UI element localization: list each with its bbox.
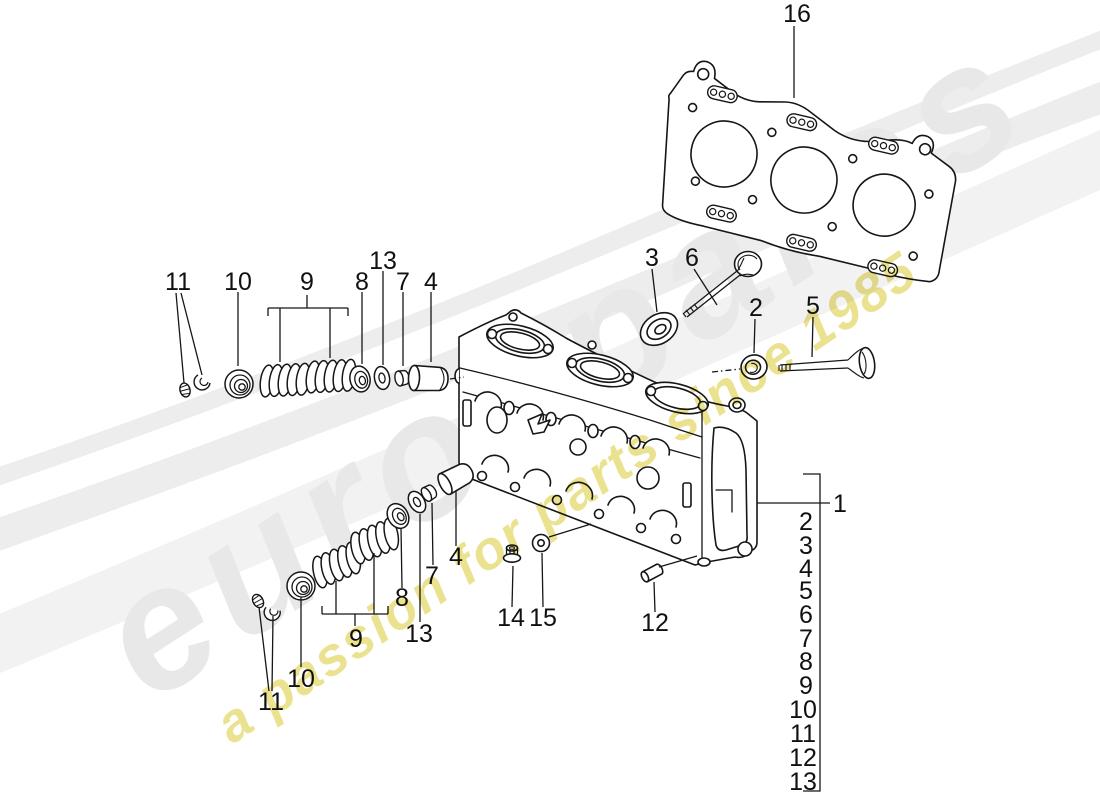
parts-list-item: 3	[799, 532, 813, 560]
parts-list-item: 12	[789, 744, 817, 772]
callout-lower-8: 8	[395, 584, 409, 612]
parts-list-item: 9	[799, 672, 813, 700]
callout-labels: 16 11 10 9 8 13 7 4 3 6 2 5 4 7 8 13 9 1…	[165, 0, 847, 796]
intake-port-1	[486, 312, 554, 359]
callout-lower-4: 4	[449, 543, 463, 571]
valve-tappet-upper	[407, 364, 449, 392]
callout-lower-13: 13	[405, 620, 433, 648]
washer-15	[531, 533, 551, 553]
callout-upper-8: 8	[355, 268, 369, 296]
cylinder-bore-1	[690, 120, 758, 188]
valve-seal-2	[740, 354, 768, 380]
parts-list-item: 13	[789, 768, 817, 796]
parts-list-item: 2	[799, 508, 813, 536]
callout-lower-7: 7	[425, 562, 439, 590]
parts-list-item: 5	[799, 577, 813, 605]
parts-list-item: 11	[790, 720, 816, 748]
cylinder-head-drawing	[454, 309, 758, 567]
callout-upper-4: 4	[424, 268, 438, 296]
callout-seal-2: 2	[749, 294, 763, 322]
leader-lines	[175, 26, 830, 792]
callout-lower-9: 9	[349, 625, 363, 653]
cylinder-bore-3	[852, 173, 916, 237]
callout-lower-11: 11	[258, 688, 284, 716]
callout-lower-12: 12	[641, 609, 669, 637]
valves-and-seals	[639, 250, 876, 380]
head-end-face	[697, 397, 753, 567]
cylinder-bore-2	[770, 146, 838, 214]
flange-nut-14	[502, 544, 522, 563]
callout-head-1: 1	[833, 490, 847, 518]
callout-upper-13: 13	[369, 247, 397, 275]
callout-valve-6: 6	[685, 244, 699, 272]
callout-lower-15: 15	[529, 604, 557, 632]
parts-list-item: 4	[799, 555, 813, 583]
callout-upper-10: 10	[224, 268, 252, 296]
lower-valvetrain-parts	[249, 463, 664, 624]
head-gasket-drawing	[661, 60, 957, 283]
upper-valvetrain-parts	[177, 354, 465, 402]
callout-gasket-16: 16	[783, 0, 811, 28]
callout-lower-14: 14	[497, 604, 525, 632]
callout-lower-10: 10	[287, 665, 315, 693]
exhaust-valve-5	[778, 346, 876, 380]
parts-list-column: 2 3 4 5 6 7 8 9 10 11 12 13	[789, 508, 817, 796]
intake-valve-6	[682, 250, 763, 318]
intake-port-3	[644, 381, 710, 415]
parts-list-item: 7	[799, 625, 813, 653]
dowel-pin-12	[640, 563, 664, 583]
parts-list-item: 10	[789, 696, 817, 724]
valve-tappet-lower	[437, 463, 474, 496]
callout-seal-3: 3	[645, 244, 659, 272]
callout-upper-11: 11	[165, 268, 191, 296]
parts-list-item: 6	[799, 601, 813, 629]
valve-seal-3	[639, 311, 679, 347]
callout-upper-7: 7	[396, 268, 410, 296]
intake-port-2	[566, 340, 634, 388]
parts-list-item: 8	[799, 648, 813, 676]
callout-valve-5: 5	[806, 292, 820, 320]
callout-upper-9: 9	[300, 268, 314, 296]
